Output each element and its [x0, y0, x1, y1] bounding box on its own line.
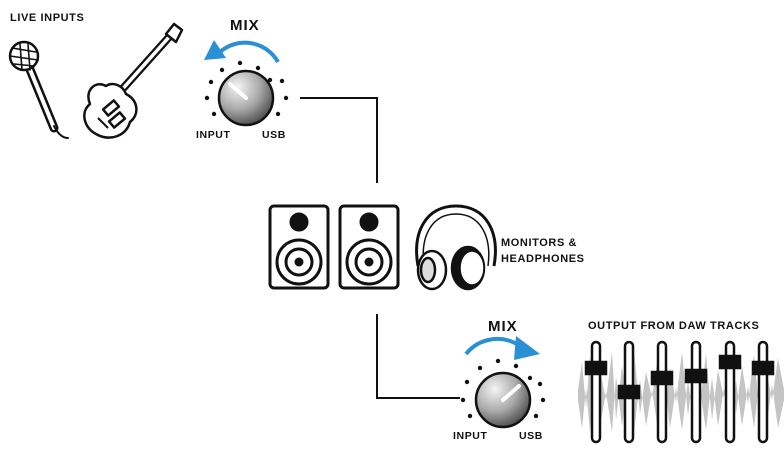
mix-title-bottom: MIX — [488, 318, 518, 335]
monitors-label: MONITORS & — [501, 237, 578, 249]
fader-6 — [751, 340, 775, 444]
fader-group[interactable] — [584, 340, 775, 444]
speaker-icon — [268, 204, 330, 290]
microphone-icon — [8, 40, 69, 139]
speaker-icon — [338, 204, 400, 290]
arrow-head-icon — [204, 40, 226, 60]
arrow-head-icon — [514, 336, 540, 360]
mix-knob-bottom[interactable] — [460, 336, 546, 429]
usb-label-top: USB — [262, 129, 286, 141]
waveform — [578, 350, 784, 432]
fader-1 — [584, 340, 608, 444]
guitar-icon — [83, 22, 184, 139]
arrow-ccw-icon — [218, 40, 280, 64]
mix-knob-top[interactable] — [204, 40, 289, 127]
fader-5 — [718, 340, 742, 444]
knob-indicator — [228, 82, 248, 100]
fader-3 — [650, 340, 674, 444]
headphones-label: HEADPHONES — [501, 253, 585, 265]
daw-output-label: OUTPUT FROM DAW TRACKS — [588, 320, 760, 332]
daw-output-faders — [578, 350, 784, 432]
input-label-top: INPUT — [196, 129, 231, 141]
connector-line-top — [300, 97, 378, 183]
fader-4 — [684, 340, 708, 444]
connector-line-bottom — [376, 314, 460, 399]
live-inputs-label: LIVE INPUTS — [10, 12, 85, 24]
mix-title-top: MIX — [230, 17, 260, 34]
arrow-cw-icon — [464, 336, 522, 356]
usb-label-bottom: USB — [519, 430, 543, 442]
fader-2 — [617, 340, 641, 444]
headphones-icon — [415, 204, 497, 291]
knob-indicator — [501, 384, 521, 402]
input-label-bottom: INPUT — [453, 430, 488, 442]
